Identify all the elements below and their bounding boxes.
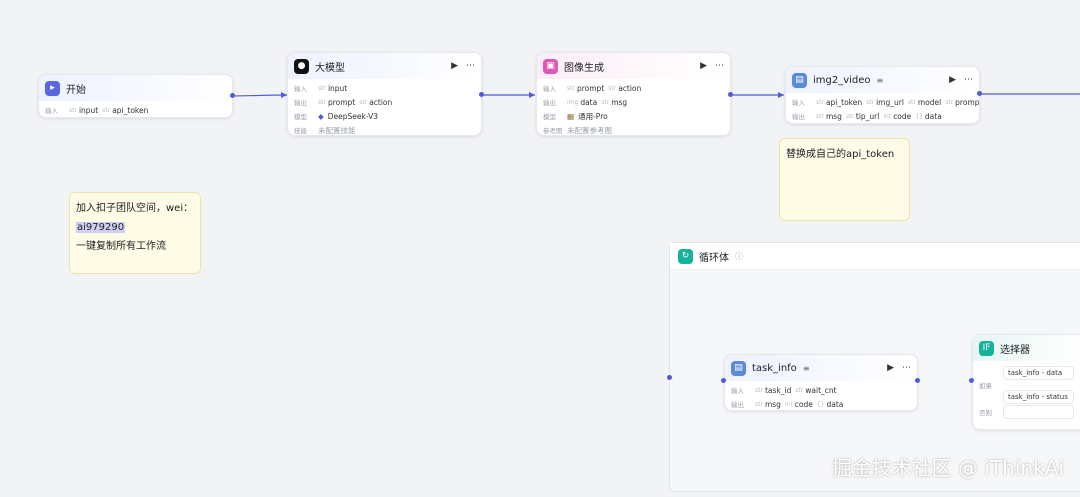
more-icon[interactable]: ⋯ — [715, 61, 724, 71]
image-gen-icon: ▣ — [543, 58, 558, 74]
llm-output-port[interactable] — [479, 92, 484, 97]
plugin-icon: ▤ — [731, 360, 746, 376]
task-info-output-port[interactable] — [915, 378, 920, 383]
run-icon[interactable]: ▶ — [949, 75, 956, 85]
selector-node[interactable]: IF 选择器 task_info - data 如果 task_info - s… — [972, 334, 1080, 430]
condition-1: task_info - data — [1003, 366, 1074, 380]
loop-icon: ↻ — [678, 248, 693, 264]
image-gen-title: 图像生成 — [564, 62, 604, 74]
plugin-icon: ▤ — [792, 72, 807, 88]
start-title: 开始 — [66, 84, 86, 96]
task-info-input-port[interactable] — [721, 378, 726, 383]
loop-title: 循环体 — [699, 252, 729, 264]
model-icon: ◆ — [318, 111, 324, 121]
run-icon[interactable]: ▶ — [700, 61, 707, 71]
more-icon[interactable]: ⋯ — [466, 61, 475, 71]
llm-icon: ● — [294, 58, 309, 74]
doc-icon: ≡ — [876, 75, 884, 85]
watermark: 掘金技术社区 @ iThinkAi — [831, 456, 1064, 480]
img2video-title: img2_video — [813, 74, 871, 86]
start-output-port[interactable] — [230, 93, 235, 98]
condition-2: task_info - status — [1003, 390, 1074, 404]
loop-input-port[interactable] — [667, 375, 672, 380]
image-gen-output-port[interactable] — [728, 92, 733, 97]
run-icon[interactable]: ▶ — [451, 61, 458, 71]
more-icon[interactable]: ⋯ — [902, 363, 911, 373]
llm-title: 大模型 — [315, 62, 345, 74]
model-icon: ▦ — [567, 111, 575, 121]
task-info-title: task_info — [752, 362, 797, 374]
start-icon: ▸ — [45, 80, 60, 96]
param-api-token: api_token — [112, 105, 149, 115]
info-icon: ⓘ — [735, 251, 743, 261]
selector-input-port[interactable] — [969, 378, 974, 383]
doc-icon: ≡ — [802, 363, 810, 373]
more-icon[interactable]: ⋯ — [964, 75, 973, 85]
img2video-output-port[interactable] — [977, 91, 982, 96]
note-left[interactable]: 加入扣子团队空间，wei： ai979290 一键复制所有工作流 — [69, 192, 201, 274]
selector-icon: IF — [979, 340, 994, 356]
else-branch — [1003, 405, 1074, 419]
run-icon[interactable]: ▶ — [887, 363, 894, 373]
selector-title: 选择器 — [1000, 344, 1030, 356]
param-input: input — [78, 105, 99, 115]
note-right[interactable]: 替换成自己的api_token — [779, 138, 910, 221]
